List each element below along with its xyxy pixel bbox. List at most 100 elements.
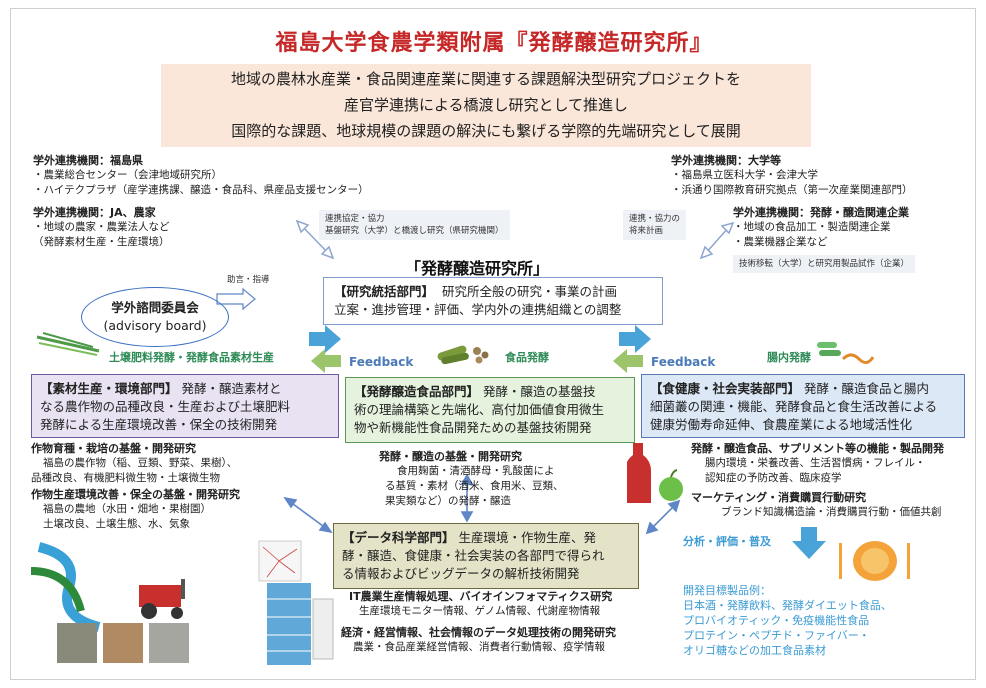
hq-division-box: 【研究統括部門】 研究所全般の研究・事業の計画 立案・進捗管理・評価、学内外の連… [323, 277, 663, 325]
brewing-division-box: 【発酵醸造食品部門】 発酵・醸造の基盤技 術の理論構築と先端化、高付加価値食用微… [345, 377, 635, 443]
product-list: 開発目標製品例： 日本酒・発酵飲料、発酵ダイエット食品、 プロバイオティック・免… [683, 583, 892, 658]
note-line: 基盤研究（大学）と橋渡し研究（県研究機関） [325, 226, 504, 236]
research-item: ブランド知識構造論・消費購買行動・価値共創 [721, 506, 942, 518]
division-line: 酵・醸造、食健康・社会実装の各部門で得られ [342, 548, 605, 563]
research-heading: 経済・経営情報、社会情報のデータ処理技術の開発研究 [341, 626, 616, 639]
research-item: 生産環境モニター情報、ゲノム情報、代謝産物情報 [359, 605, 601, 617]
research-heading: 発酵・醸造の基盤・開発研究 [379, 450, 522, 463]
research-it: IT農業生産情報処理、バイオインフォマティクス研究 生産環境モニター情報、ゲノム… [349, 589, 612, 619]
connector-layer [216, 219, 826, 559]
sake-apple-illustration [627, 443, 683, 503]
division-line: 術の理論構築と先端化、高付加価値食用微生 [354, 402, 605, 417]
advisory-board: 学外諮問委員会 (advisory board) [81, 287, 229, 347]
flow-arrow-left [309, 325, 341, 353]
division-line: 健康労働寿命延伸、食農産業による地域活性化 [650, 417, 913, 432]
advisory-english: (advisory board) [103, 318, 207, 333]
partner-item: （発酵素材生産・生産環境） [33, 236, 170, 248]
research-item: 福島の農地（水田・畑地・果樹園） [43, 503, 211, 515]
research-heading: 作物育種・栽培の基盤・開発研究 [31, 442, 196, 455]
partner-item: ・農業総合センター（会津地域研究所） [33, 169, 222, 181]
data-visual-illustration [258, 540, 334, 665]
partner-item: ・地域の農家・農業法人など [33, 221, 170, 233]
research-item: 腸内環境・栄養改善、生活習慣病・フレイル・ [705, 457, 926, 469]
dish-illustration [839, 541, 910, 581]
note-advice: 助言・指導 [227, 275, 270, 285]
research-item: 福島の農作物（稲、豆類、野菜、果樹）、 [43, 457, 238, 469]
division-name: 【データ科学部門】 [342, 530, 455, 545]
note-line: 連携協定・協力 [325, 214, 385, 224]
partner-heading: 学外連携機関：発酵・醸造関連企業 [733, 206, 909, 219]
research-economics: 経済・経営情報、社会情報のデータ処理技術の開発研究 農業・食品産業経営情報、消費… [341, 625, 616, 655]
product-item: オリゴ糖などの加工食品素材 [683, 644, 826, 657]
research-heading: 発酵・醸造食品、サプリメント等の機能・製品開発 [691, 442, 944, 455]
page-title: 福島大学食農学類附属『発酵醸造研究所』 [275, 31, 713, 56]
research-heading: IT農業生産情報処理、バイオインフォマティクス研究 [349, 590, 613, 603]
double-arrow-left [295, 219, 335, 260]
division-line: る情報およびビッグデータの解析技術開発 [342, 566, 580, 581]
theme-soil: 土壌肥料発酵・発酵食品素材生産 [109, 351, 274, 364]
product-heading: 開発目標製品例： [683, 584, 771, 597]
theme-food: 食品発酵 [505, 351, 549, 364]
research-heading: マーケティング・消費購買行動研究 [691, 491, 867, 504]
note-line: 将来計画 [629, 226, 664, 236]
research-supplement: 発酵・醸造食品、サプリメント等の機能・製品開発 腸内環境・栄養改善、生活習慣病・… [691, 441, 944, 486]
partner-item: ・地域の食品加工・製造関連企業 [733, 221, 891, 233]
research-item: 認知症の予防改善、臨床疫学 [705, 472, 842, 484]
feedback-label-left: Feedback [349, 355, 414, 369]
institute-name: 「発酵醸造研究所」 [405, 259, 550, 278]
analysis-label: 分析・評価・普及 [683, 535, 771, 548]
note-cooperation: 連携協定・協力 基盤研究（大学）と橋渡し研究（県研究機関） [319, 210, 510, 240]
flow-arrow-right [619, 325, 651, 353]
division-name: 【食健康・社会実装部門】 [650, 381, 801, 396]
data-link-arrows [283, 473, 681, 535]
research-item: 農業・食品産業経営情報、消費者行動情報、疫学情報 [353, 641, 605, 653]
research-heading: 作物生産環境改善・保全の基盤・開発研究 [31, 488, 240, 501]
soybean-illustration [437, 345, 489, 365]
product-item: プロバイオティック・免疫機能性食品 [683, 614, 870, 627]
farmland-illustration [31, 542, 189, 663]
advisory-name: 学外諮問委員会 [111, 300, 199, 315]
feedback-label-right: Feedback [651, 355, 716, 369]
division-line: 生産環境・作物生産、発 [458, 530, 597, 545]
data-division-box: 【データ科学部門】 生産環境・作物生産、発 酵・醸造、食健康・社会実装の各部門で… [333, 523, 639, 589]
research-item: 品種改良、有機肥料微生物・土壌微生物 [31, 472, 220, 484]
division-line: 発酵・醸造の基盤技 [483, 384, 596, 399]
research-item: 土壌改良、土壌生態、水、気象 [43, 518, 190, 530]
division-line: 発酵・醸造素材と [181, 381, 282, 396]
partner-item: ・ハイテクプラザ（産学連携課、醸造・食品科、県産品支援センター） [33, 184, 369, 196]
wheat-illustration [36, 332, 100, 356]
note-line: 連携・協力の [629, 214, 681, 224]
division-line: 物や新機能性食品開発ための基盤技術開発 [354, 420, 592, 435]
partner-companies: 学外連携機関：発酵・醸造関連企業 ・地域の食品加工・製造関連企業 ・農業機器企業… [733, 205, 909, 250]
division-line: 細菌叢の関連・機能、発酵食品と食生活改善による [650, 399, 938, 414]
partner-heading: 学外連携機関：福島県 [33, 154, 143, 167]
partner-heading: 学外連携機関：JA、農家 [33, 206, 156, 219]
feedback-arrow-left [311, 349, 341, 373]
material-division-box: 【素材生産・環境部門】 発酵・醸造素材と なる農作物の品種改良・生産および土壌肥… [31, 374, 339, 438]
partner-item: ・農業機器企業など [733, 236, 828, 248]
partner-fukushima: 学外連携機関：福島県 ・農業総合センター（会津地域研究所） ・ハイテクプラザ（産… [33, 153, 369, 198]
partner-university: 学外連携機関：大学等 ・福島県立医科大学・会津大学 ・浜通り国際教育研究拠点（第… [671, 153, 913, 198]
partner-heading: 学外連携機関：大学等 [671, 154, 781, 167]
partner-item: ・福島県立医科大学・会津大学 [671, 169, 818, 181]
division-line: 発酵・醸造食品と腸内 [804, 381, 930, 396]
mission-statement: 地域の農林水産業・食品関連産業に関連する課題解決型研究プロジェクトを 産官学連携… [161, 64, 811, 147]
hq-line: 研究所全般の研究・事業の計画 [441, 284, 617, 299]
research-item: 果実類など）の発酵・醸造 [385, 495, 511, 507]
partner-ja: 学外連携機関：JA、農家 ・地域の農家・農業法人など （発酵素材生産・生産環境） [33, 205, 170, 250]
division-line: 発酵による生産環境改善・保全の技術開発 [40, 417, 278, 432]
note-tech-transfer: 技術移転（大学）と研究用製品試作（企業） [733, 255, 916, 273]
health-division-box: 【食健康・社会実装部門】 発酵・醸造食品と腸内 細菌叢の関連・機能、発酵食品と食… [641, 374, 965, 438]
product-item: 日本酒・発酵飲料、発酵ダイエット食品、 [683, 599, 892, 612]
hq-name: 【研究統括部門】 [334, 284, 435, 299]
mission-line: 産官学連携による橋渡し研究として推進し [343, 96, 629, 114]
research-crop: 作物育種・栽培の基盤・開発研究 福島の農作物（稲、豆類、野菜、果樹）、 品種改良… [31, 441, 237, 486]
diagram-frame: 福島大学食農学類附属『発酵醸造研究所』 地域の農林水産業・食品関連産業に関連する… [10, 8, 976, 680]
theme-gut: 腸内発酵 [767, 351, 811, 364]
division-name: 【素材生産・環境部門】 [40, 381, 178, 396]
product-item: プロテイン・ペプチド・ファイバー・ [683, 629, 870, 642]
research-item: 食用麹菌・清酒酵母・乳酸菌によ [397, 465, 555, 477]
research-brewing: 発酵・醸造の基盤・開発研究 食用麹菌・清酒酵母・乳酸菌によ る基質・素材（酒米、… [379, 449, 564, 509]
analysis-arrow [792, 527, 826, 559]
double-arrow-right [699, 221, 735, 260]
